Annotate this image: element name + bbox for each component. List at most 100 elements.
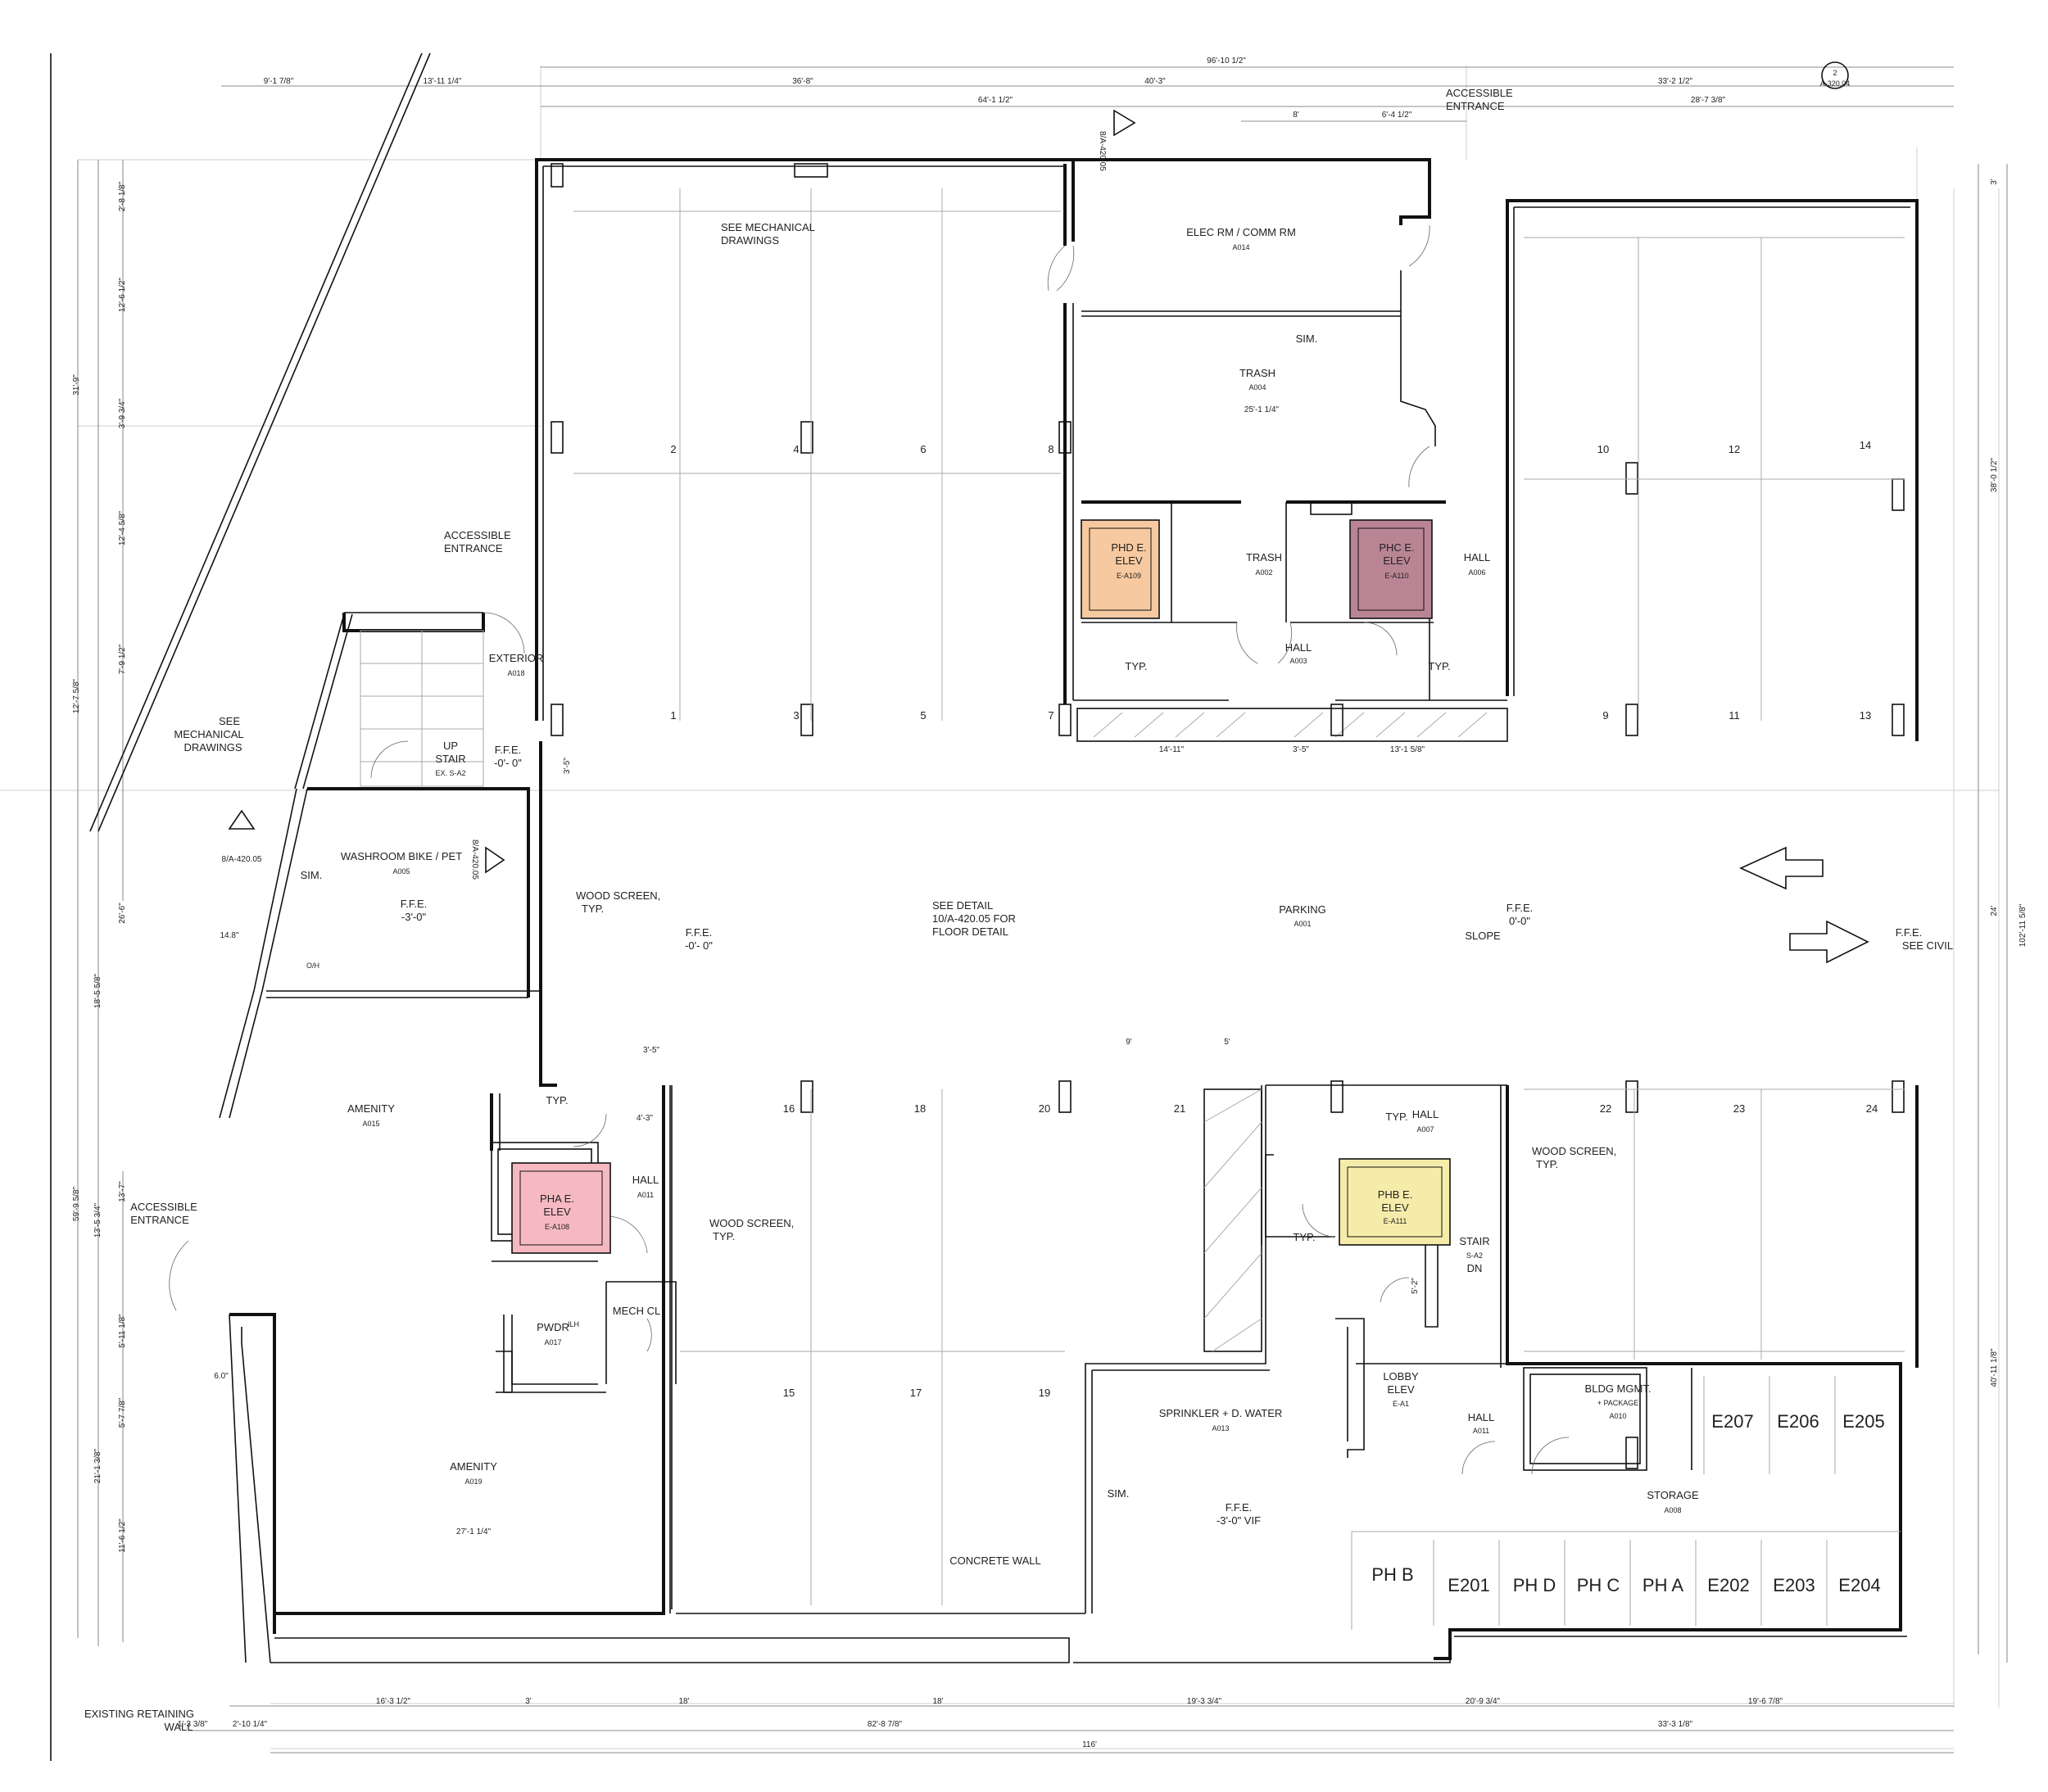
grid-lines — [0, 57, 2000, 1761]
stall-19: 19 — [1039, 1387, 1050, 1399]
room-lobby-elev-code: E-A1 — [1393, 1400, 1409, 1408]
note-ffe-wash-val: -3'-0" — [401, 911, 427, 923]
note-sect-top: 8/A-420.05 — [1098, 131, 1107, 171]
elevator-pha-line1: PHA E. — [540, 1192, 574, 1205]
dim-left-6: 13'-7" — [118, 1181, 127, 1202]
dim-m5: 3'-5" — [563, 758, 572, 774]
room-lobby-elev-line2: ELEV — [1387, 1383, 1415, 1396]
note-detail-1: SEE DETAIL — [932, 899, 993, 912]
stall-23: 23 — [1733, 1102, 1745, 1115]
room-labels: ELEC RM / COMM RM A014 TRASH A004 TRASH … — [341, 226, 1699, 1514]
note-acc-top-2: ENTRANCE — [1446, 100, 1505, 112]
note-ffe-spr: F.F.E. — [1226, 1501, 1253, 1514]
note-ffe-civil: F.F.E. — [1896, 926, 1923, 939]
note-see-mech-left-3: DRAWINGS — [184, 741, 242, 753]
room-parking: PARKING — [1279, 903, 1326, 916]
room-hall-a011-left: HALL — [632, 1174, 659, 1186]
stall-13: 13 — [1860, 709, 1871, 722]
note-sect-nr-ref: A-320.04 — [1820, 79, 1851, 88]
dim-top-9: 28'-7 3/8" — [1691, 96, 1726, 105]
dim-left-7: 13'-5 3/4" — [93, 1202, 102, 1238]
dim-left-8: 5'-11 1/8" — [118, 1314, 127, 1348]
elevator-phb: PHB E. ELEV E-A111 — [1339, 1158, 1451, 1246]
room-amenity-a015: AMENITY — [347, 1102, 395, 1115]
dim-bottom-2: 3' — [525, 1697, 532, 1706]
dim-m1: 25'-1 1/4" — [1244, 405, 1280, 414]
dim-m2: 14'-11" — [1159, 745, 1185, 754]
dim-top-6: 64'-1 1/2" — [978, 96, 1013, 105]
note-wood-1b: TYP. — [582, 903, 604, 915]
dim-top-2: 13'-11 1/4" — [424, 77, 462, 86]
dim-left-overall-6: 21'-1 3/8" — [93, 1448, 102, 1483]
storage-lockers — [1433, 1376, 1836, 1626]
note-ffe-park-val: -0'- 0" — [685, 939, 713, 952]
note-ffe-slope: F.F.E. — [1507, 902, 1534, 914]
note-acc-top-1: ACCESSIBLE — [1446, 87, 1513, 99]
note-sim-spr: SIM. — [1108, 1487, 1130, 1500]
dim-bottom-7: 19'-6 7/8" — [1748, 1697, 1783, 1706]
elevator-phb-line1: PHB E. — [1378, 1188, 1413, 1201]
room-hall-a006: HALL — [1464, 551, 1491, 563]
unit-e201: E201 — [1448, 1575, 1489, 1595]
stair-up-line1: UP — [443, 740, 458, 752]
note-ffe-stair: F.F.E. — [495, 744, 522, 756]
room-trash-a004: TRASH — [1239, 367, 1275, 379]
stall-1: 1 — [670, 709, 676, 722]
dim-left-overall-4: 18'-5 5/8" — [93, 973, 102, 1008]
note-see-mech-top-1: SEE MECHANICAL — [721, 221, 815, 233]
dim-bottom-12: 116' — [1082, 1740, 1097, 1749]
note-sim-wash: SIM. — [301, 869, 323, 881]
dim-bottom-5: 19'-3 3/4" — [1187, 1697, 1222, 1706]
dim-right-3: 24' — [1990, 905, 1999, 916]
stall-14: 14 — [1860, 439, 1871, 451]
stall-12: 12 — [1729, 443, 1740, 455]
stall-6: 6 — [920, 443, 926, 455]
dim-left-overall-2: 12'-7 5/8" — [72, 678, 81, 713]
room-hall-a011-right: HALL — [1468, 1411, 1495, 1423]
note-acc-left-2: ENTRANCE — [130, 1214, 189, 1226]
dim-top-5: 33'-2 1/2" — [1658, 77, 1693, 86]
note-wash-sink: O/H — [306, 962, 319, 970]
stair-up-line2: STAIR — [435, 753, 465, 765]
dim-right-1: 3' — [1990, 179, 1999, 185]
room-hall-a011-left-code: A011 — [637, 1191, 654, 1199]
note-see-mech-top-2: DRAWINGS — [721, 234, 779, 247]
note-retain-2: WALL — [165, 1721, 193, 1733]
note-sim-trash: SIM. — [1296, 333, 1318, 345]
elevator-phc-line1: PHC E. — [1379, 541, 1414, 554]
stall-16: 16 — [783, 1102, 795, 1115]
elevator-phc-line2: ELEV — [1383, 554, 1411, 567]
room-storage-code: A008 — [1664, 1506, 1681, 1514]
room-amenity-a015-code: A015 — [362, 1120, 379, 1128]
stall-3: 3 — [793, 709, 799, 722]
note-ffe-slope-val: 0'-0" — [1509, 915, 1530, 927]
note-see-mech-left-2: MECHANICAL — [174, 728, 243, 740]
dim-bottom-11: 33'-3 1/8" — [1658, 1720, 1693, 1729]
note-wood-2a: WOOD SCREEN, — [709, 1217, 794, 1229]
room-exterior: EXTERIOR — [489, 652, 543, 664]
note-see-mech-left-1: SEE — [219, 715, 240, 727]
elevator-phd-line1: PHD E. — [1111, 541, 1146, 554]
note-wood-2b: TYP. — [713, 1230, 735, 1242]
plan-dimensions: 25'-1 1/4" 14'-11" 3'-5" 13'-1 5/8" 3'-5… — [214, 405, 1425, 1536]
note-ffe-spr-val: -3'-0" VIF — [1217, 1514, 1261, 1527]
dim-m13: 6.0" — [214, 1372, 229, 1381]
dim-top-4: 40'-3" — [1144, 77, 1166, 86]
note-detail-3: FLOOR DETAIL — [932, 925, 1008, 938]
room-elec-comm-code: A014 — [1232, 243, 1249, 251]
stall-numbers: 2 4 6 8 10 12 14 1 3 5 7 9 11 13 16 18 2… — [670, 439, 1878, 1399]
right-dimensions: 3' 38'-0 1/2" 24' 102'-11 5/8" 40'-11 1/… — [1978, 164, 2028, 1663]
note-typ-1: TYP. — [546, 1094, 568, 1106]
unit-ph-d: PH D — [1513, 1575, 1556, 1595]
room-washroom-code: A005 — [392, 867, 410, 876]
room-trash-a002-code: A002 — [1255, 568, 1272, 577]
elevator-phd: PHD E. ELEV E-A109 — [1081, 519, 1160, 619]
stall-22: 22 — [1600, 1102, 1611, 1115]
note-sect-mid: 8/A-420.05 — [470, 839, 479, 880]
dim-bottom-4: 18' — [932, 1697, 943, 1706]
dim-m4: 13'-1 5/8" — [1390, 745, 1425, 754]
unit-e203: E203 — [1773, 1575, 1815, 1595]
dim-right-5: 40'-11 1/8" — [1990, 1348, 1999, 1387]
dim-left-10: 11'-6 1/2" — [118, 1518, 127, 1553]
